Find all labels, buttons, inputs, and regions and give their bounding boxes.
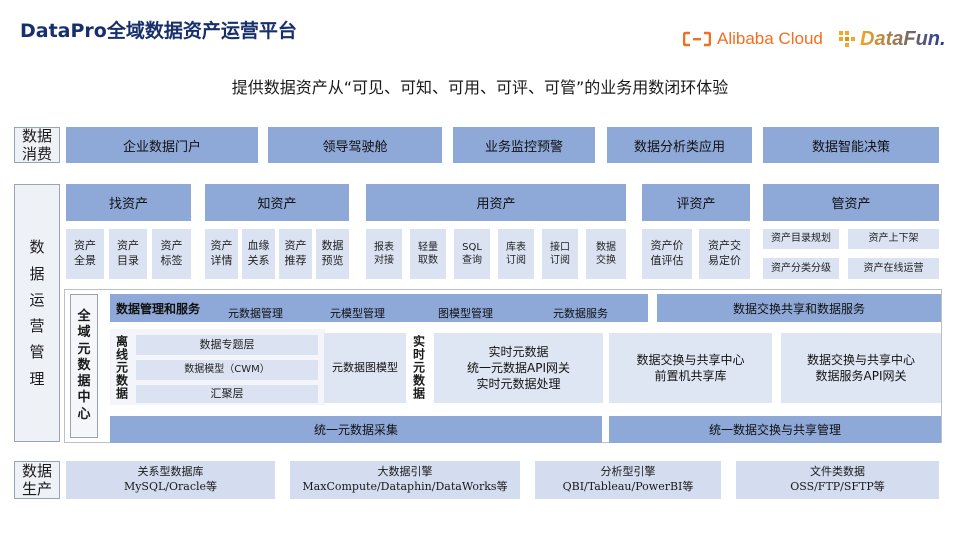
find-assets-item: 资产目录	[109, 229, 147, 279]
manage-assets-header: 管资产	[763, 184, 939, 221]
metadata-graph-model: 元数据图模型	[324, 333, 406, 403]
offline-layer-item: 数据模型（CWM）	[136, 360, 318, 380]
know-assets-item: 数据预览	[316, 229, 349, 279]
manage-assets-item: 资产上下架	[848, 229, 939, 249]
use-assets-item: 报表对接	[366, 229, 402, 279]
production-item-title: 关系型数据库	[137, 465, 204, 479]
consumption-item-portal: 企业数据门户	[66, 127, 258, 163]
operation-layer-label: 数据运营管理	[14, 184, 60, 442]
use-assets-item: 轻量取数	[410, 229, 446, 279]
consumption-item-analytics-apps: 数据分析类应用	[607, 127, 752, 163]
mgmt-service-item: 图模型管理	[438, 307, 493, 320]
realtime-box-line: 实时元数据处理	[476, 377, 561, 392]
data-exchange-service-bar: 数据交换共享和数据服务	[657, 294, 941, 322]
consumption-item-monitoring: 业务监控预警	[453, 127, 595, 163]
datafun-logo-text: DataFun.	[860, 27, 946, 50]
realtime-box-line: 统一元数据API网关	[467, 360, 570, 375]
know-assets-item: 资产推荐	[279, 229, 312, 279]
manage-assets-item: 资产分类分级	[763, 258, 839, 279]
mgmt-service-item: 元数据服务	[553, 307, 608, 320]
production-item-detail: MySQL/Oracle等	[123, 480, 218, 493]
subtitle: 提供数据资产从“可见、可知、可用、可评、可管”的业务用数闭环体验	[231, 78, 729, 97]
consumption-item-smart-decision: 数据智能决策	[763, 127, 939, 163]
metadata-center-label: 全域元数据中心	[70, 294, 98, 438]
know-assets-header: 知资产	[205, 184, 349, 221]
use-assets-item: 库表订阅	[498, 229, 534, 279]
production-item-detail: OSS/FTP/SFTP等	[790, 480, 885, 493]
page-title: DataPro全域数据资产运营平台	[20, 20, 297, 42]
offline-layer-item: 汇聚层	[136, 385, 318, 403]
find-assets-item: 资产全景	[66, 229, 104, 279]
data-management-service-title: 数据管理和服务	[116, 302, 201, 316]
exchange-box-line: 数据服务API网关	[815, 369, 907, 383]
exchange-box-line: 数据交换与共享中心	[806, 352, 915, 367]
production-item-analytical-engine: 分析型引擎 QBI/Tableau/PowerBI等	[535, 461, 721, 499]
data-management-service-bar: 数据管理和服务 元数据管理 元模型管理 图模型管理 元数据服务	[110, 294, 648, 322]
production-item-detail: MaxCompute/Dataphin/DataWorks等	[302, 480, 508, 493]
evaluate-assets-item: 资产价值评估	[642, 229, 692, 279]
datafun-logo: DataFun.	[838, 26, 946, 52]
production-item-title: 大数据引擎	[377, 465, 433, 479]
manage-assets-item: 资产目录规划	[763, 229, 839, 249]
manage-assets-item: 资产在线运营	[848, 258, 939, 279]
exchange-box-line: 数据交换与共享中心	[636, 352, 745, 367]
alibaba-cloud-logo-text: Alibaba Cloud	[717, 29, 823, 48]
datafun-icon	[839, 31, 855, 47]
exchange-box-line: 前置机共享库	[654, 369, 727, 383]
unified-metadata-collection-bar: 统一元数据采集	[110, 416, 602, 443]
use-assets-item: SQL查询	[454, 229, 490, 279]
exchange-center-front-box: 数据交换与共享中心 前置机共享库	[609, 333, 772, 403]
unified-exchange-management-bar: 统一数据交换与共享管理	[609, 416, 941, 443]
production-item-title: 文件类数据	[810, 465, 865, 479]
evaluate-assets-item: 资产交易定价	[699, 229, 750, 279]
production-item-file-data: 文件类数据 OSS/FTP/SFTP等	[736, 461, 939, 499]
realtime-box-line: 实时元数据	[488, 344, 549, 359]
use-assets-header: 用资产	[366, 184, 626, 221]
realtime-metadata-box: 实时元数据 统一元数据API网关 实时元数据处理	[434, 333, 603, 403]
evaluate-assets-header: 评资产	[642, 184, 750, 221]
offline-layer-item: 数据专题层	[136, 335, 318, 355]
know-assets-item: 血缘关系	[242, 229, 275, 279]
exchange-center-api-box: 数据交换与共享中心 数据服务API网关	[781, 333, 941, 403]
find-assets-header: 找资产	[66, 184, 191, 221]
production-item-title: 分析型引擎	[600, 465, 656, 479]
find-assets-item: 资产标签	[152, 229, 191, 279]
use-assets-item: 数据交换	[586, 229, 626, 279]
use-assets-item: 接口订阅	[542, 229, 578, 279]
production-item-bigdata-engine: 大数据引擎 MaxCompute/Dataphin/DataWorks等	[290, 461, 520, 499]
consumption-item-cockpit: 领导驾驶舱	[268, 127, 442, 163]
mgmt-service-item: 元数据管理	[228, 307, 283, 320]
production-layer-label: 数据生产	[14, 461, 60, 499]
alibaba-cloud-logo: Alibaba Cloud	[683, 28, 823, 50]
alibaba-cloud-icon	[683, 31, 711, 47]
realtime-metadata-label: 实时元数据	[411, 334, 426, 400]
production-item-relational-db: 关系型数据库 MySQL/Oracle等	[66, 461, 275, 499]
know-assets-item: 资产详情	[205, 229, 238, 279]
production-item-detail: QBI/Tableau/PowerBI等	[562, 480, 694, 493]
consumption-layer-label: 数据消费	[14, 127, 60, 163]
mgmt-service-item: 元模型管理	[330, 307, 385, 320]
offline-metadata-label: 离线元数据	[114, 334, 129, 400]
